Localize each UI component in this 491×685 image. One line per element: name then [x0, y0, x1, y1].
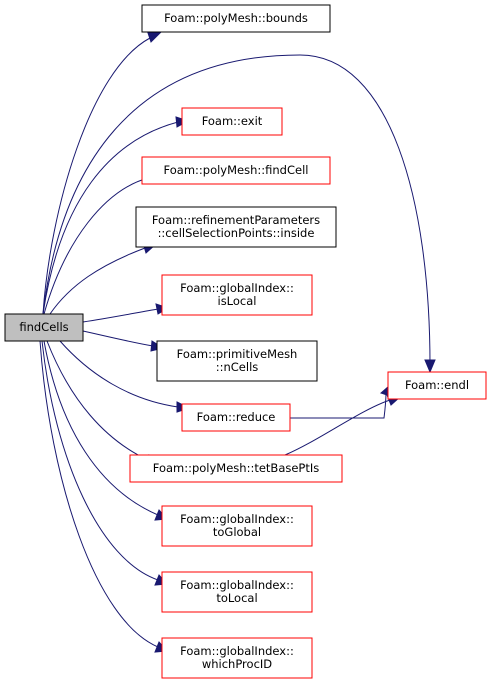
node-box — [156, 340, 318, 382]
node-box — [161, 505, 313, 547]
node-bounds[interactable]: Foam::polyMesh::bounds — [141, 4, 331, 33]
node-toGlobal[interactable]: Foam::globalIndex::toGlobal — [161, 505, 313, 547]
node-box — [135, 206, 337, 248]
node-findCell[interactable]: Foam::polyMesh::findCell — [141, 156, 331, 185]
edge-line — [42, 121, 179, 315]
node-box — [4, 313, 84, 342]
node-label: ::cellSelectionPoints::inside — [158, 226, 315, 240]
edge-line — [43, 177, 149, 315]
edge-line — [39, 340, 159, 648]
edge-line — [284, 399, 391, 456]
node-label: Foam::refinementParameters — [152, 213, 320, 227]
node-box — [161, 274, 313, 316]
edge-line — [82, 330, 154, 347]
node-label: whichProcID — [202, 657, 272, 671]
node-label: isLocal — [218, 294, 257, 308]
node-box — [181, 403, 291, 432]
edge-line — [290, 391, 387, 419]
node-isLocal[interactable]: Foam::globalIndex::isLocal — [161, 274, 313, 316]
node-label: Foam::globalIndex:: — [180, 281, 294, 295]
node-label: toLocal — [216, 591, 257, 605]
node-findCells: findCells — [4, 313, 84, 342]
node-label: Foam::globalIndex:: — [180, 512, 294, 526]
node-reduce[interactable]: Foam::reduce — [181, 403, 291, 432]
edge-line — [41, 340, 159, 581]
edge-findCells-to-bounds — [42, 32, 162, 315]
edge-reduce-to-endl — [290, 384, 391, 419]
node-box — [161, 637, 313, 679]
node-nCells[interactable]: Foam::primitiveMesh::nCells — [156, 340, 318, 382]
edge-arrowhead — [147, 32, 162, 43]
node-label: Foam::exit — [202, 114, 263, 128]
edge-line — [42, 54, 431, 366]
node-label: Foam::globalIndex:: — [180, 578, 294, 592]
edge-findCells-to-nCells — [82, 330, 165, 352]
node-box — [387, 371, 487, 400]
node-label: findCells — [19, 320, 68, 334]
edge-line — [82, 308, 159, 323]
edge-tetBasePtIs-to-endl — [284, 394, 402, 456]
node-label: Foam::polyMesh::findCell — [164, 163, 309, 177]
node-tetBasePtIs[interactable]: Foam::polyMesh::tetBasePtIs — [129, 454, 343, 483]
node-box — [141, 4, 331, 33]
node-inside[interactable]: Foam::refinementParameters::cellSelectio… — [135, 206, 337, 248]
edge-line — [43, 340, 159, 516]
edge-findCells-to-isLocal — [82, 303, 170, 323]
node-box — [129, 454, 343, 483]
call-graph-nodes: findCells Foam::polyMesh::boundsFoam::exi… — [4, 4, 487, 679]
node-label: Foam::primitiveMesh — [177, 347, 298, 361]
edge-line — [46, 340, 149, 461]
node-whichProcID[interactable]: Foam::globalIndex::whichProcID — [161, 637, 313, 679]
edge-line — [49, 247, 146, 315]
edge-findCells-to-inside — [49, 242, 157, 315]
node-label: Foam::globalIndex:: — [180, 644, 294, 658]
edge-findCells-to-whichProcID — [39, 340, 169, 653]
edge-line — [59, 340, 179, 408]
node-label: toGlobal — [213, 525, 261, 539]
node-endl[interactable]: Foam::endl — [387, 371, 487, 400]
node-label: ::nCells — [216, 360, 259, 374]
node-box — [141, 156, 331, 185]
edge-arrowhead — [424, 359, 436, 374]
edge-findCells-to-endl — [42, 54, 436, 374]
edge-findCells-to-toGlobal — [43, 340, 169, 521]
node-toLocal[interactable]: Foam::globalIndex::toLocal — [161, 571, 313, 613]
node-label: Foam::reduce — [197, 410, 276, 424]
node-label: Foam::endl — [405, 378, 469, 392]
edge-line — [42, 37, 151, 315]
node-exit[interactable]: Foam::exit — [181, 107, 283, 136]
node-label: Foam::polyMesh::bounds — [164, 11, 308, 25]
node-box — [161, 571, 313, 613]
node-box — [181, 107, 283, 136]
node-label: Foam::polyMesh::tetBasePtIs — [153, 461, 320, 475]
